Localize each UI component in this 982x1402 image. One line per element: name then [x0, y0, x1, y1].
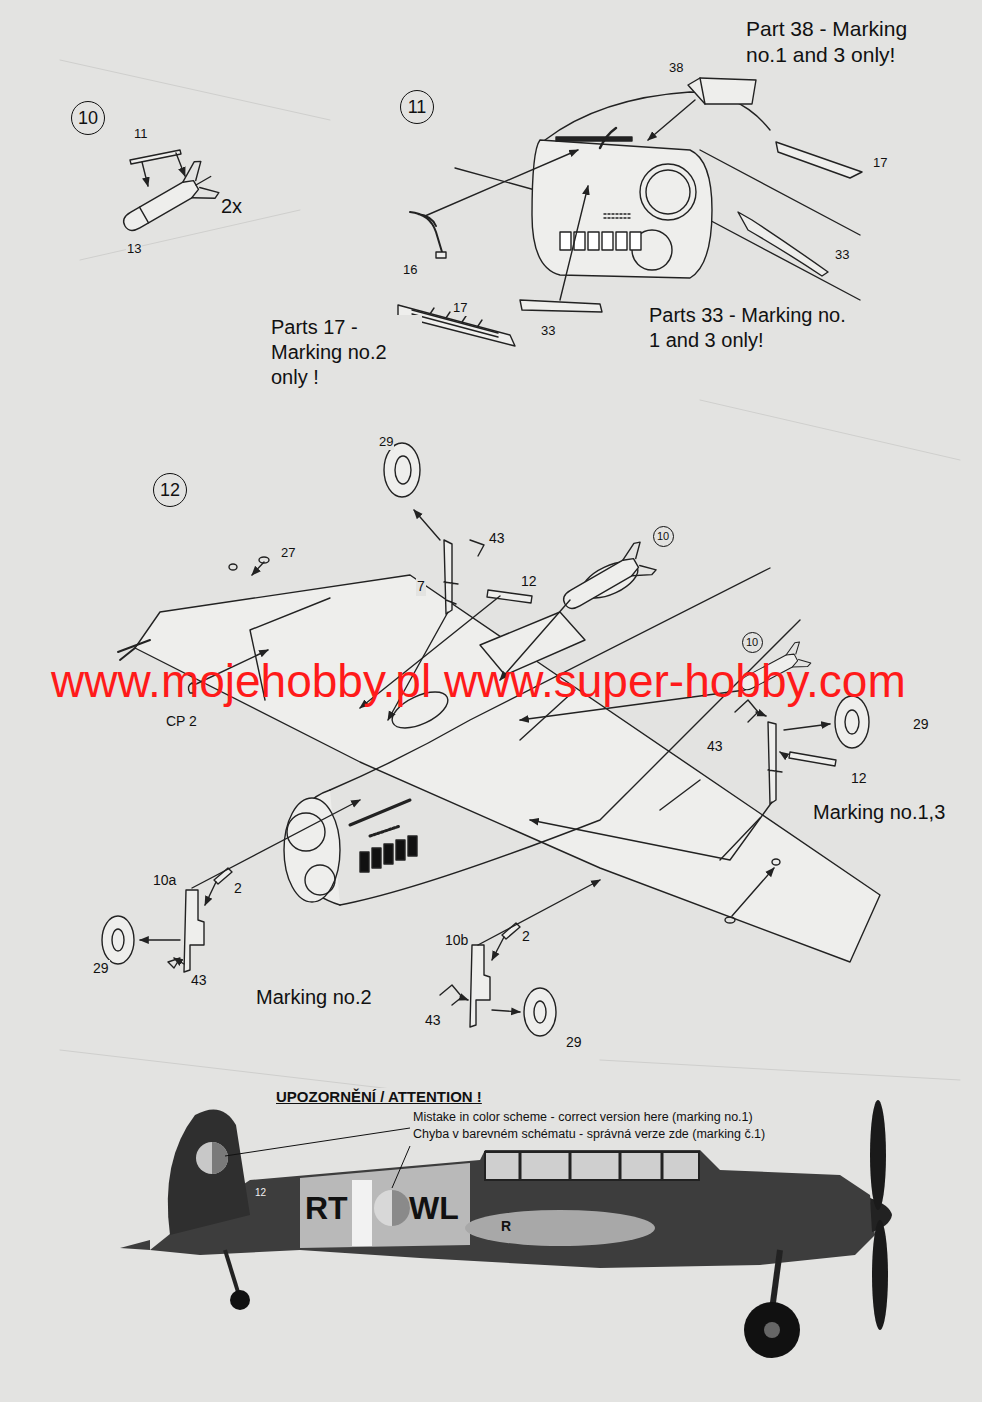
step-number-circle: 11 [400, 90, 434, 124]
marking-note: Parts 33 - Marking no. 1 and 3 only! [648, 303, 850, 353]
marking-note: Marking no.2 [255, 985, 373, 1010]
part-number: 38 [668, 60, 684, 76]
step-number: 12 [160, 481, 180, 499]
part-number: 17 [452, 300, 468, 316]
step-number: 11 [408, 98, 427, 116]
part-number: 29 [92, 960, 110, 978]
step-number: 10 [746, 637, 758, 648]
marking-note: Parts 17 - Marking no.2 only ! [270, 315, 422, 390]
step-number: 10 [78, 109, 98, 127]
part-number: 13 [126, 241, 142, 257]
part-number: 10b [444, 932, 469, 950]
step-number-circle: 10 [742, 632, 763, 653]
step-number-circle: 10 [653, 526, 674, 547]
part-number: 29 [565, 1034, 583, 1052]
correction-note: Chyba v barevném schématu - správná verz… [412, 1127, 766, 1143]
step-number-circle: 12 [153, 473, 187, 507]
part-number: 43 [706, 738, 724, 756]
quantity-note: 2x [220, 194, 243, 219]
part-number: 43 [424, 1012, 442, 1030]
part-number: 16 [402, 262, 418, 278]
part-number: 7 [416, 578, 426, 596]
part-number: 17 [872, 155, 888, 171]
marking-note: Marking no.1,3 [812, 800, 946, 825]
aircraft-number: 12 [254, 1187, 267, 1200]
part-number: 10a [152, 872, 177, 890]
watermark: www.mojehobby.pl www.super-hobby.com [50, 656, 907, 707]
aircraft-profile [120, 1100, 892, 1358]
correction-note: Mistake in color scheme - correct versio… [412, 1110, 754, 1126]
part-number: 33 [834, 247, 850, 263]
part-number: 27 [280, 545, 296, 561]
step-number: 10 [657, 531, 669, 542]
part-number: 29 [912, 716, 930, 734]
aircraft-code: R [500, 1218, 512, 1236]
part-number: 43 [190, 972, 208, 990]
part-number: 2 [233, 880, 243, 898]
step-number-circle: 10 [71, 101, 105, 135]
part-number: 11 [133, 126, 149, 142]
part-number: 12 [850, 770, 868, 788]
part-number: 12 [520, 573, 538, 591]
aircraft-code: RT [304, 1188, 349, 1228]
part-number: CP 2 [165, 713, 198, 731]
attention-heading: UPOZORNĚNÍ / ATTENTION ! [275, 1088, 483, 1107]
part-number: 29 [378, 434, 394, 450]
part-number: 33 [540, 323, 556, 339]
aircraft-code: WL [408, 1188, 460, 1228]
part-number: 2 [521, 928, 531, 946]
marking-note: Part 38 - Marking no.1 and 3 only! [745, 16, 952, 69]
part-number: 43 [488, 530, 506, 548]
